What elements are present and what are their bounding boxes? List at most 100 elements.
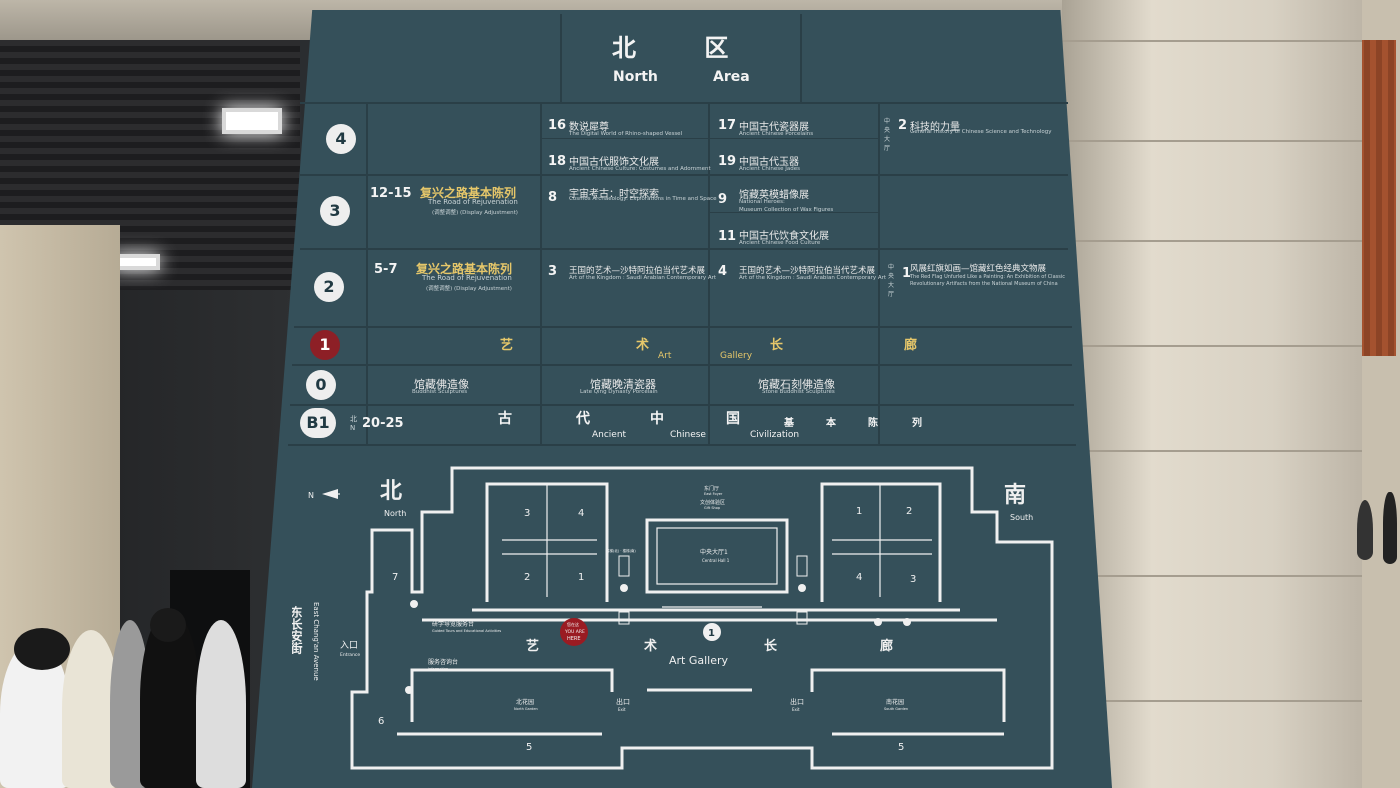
- floor-badge-b1: B1: [300, 408, 336, 438]
- stone-pillar: [1062, 0, 1362, 788]
- hall-label: 1: [856, 506, 862, 517]
- floor-marker-icon: [703, 623, 721, 641]
- floor-badge-3: 3: [320, 196, 350, 226]
- exhibit-title-en: Art of the Kingdom : Saudi Arabian Conte…: [569, 275, 717, 281]
- exhibit-title-en: Ancient Chinese Food Culture: [739, 240, 821, 246]
- exhibit-title-zh: 馆藏佛造像: [414, 378, 469, 391]
- exhibit-title-zh: 数说犀尊: [569, 122, 609, 133]
- hall-label: 5: [526, 742, 532, 753]
- north-arrow-icon: [322, 489, 338, 499]
- hall-label: 3: [524, 508, 530, 519]
- hall-label: 3: [910, 574, 916, 585]
- exhibit-title-zh: 馆藏晚清瓷器: [590, 378, 656, 391]
- east-foyer-zh: 东门厅: [704, 485, 719, 492]
- floor-badge-1: 1: [310, 330, 340, 360]
- ancient-china-en: Ancient: [592, 430, 627, 440]
- ancient-china-char: 古: [498, 411, 512, 427]
- exhibit-title-zh: 王国的艺术—沙特阿拉伯当代艺术展: [739, 266, 876, 276]
- exhibit-title-en: The Digital World of Rhino-shaped Vessel: [569, 131, 683, 137]
- area-title-zh: 北 区: [612, 34, 759, 62]
- exhibit-title-en: National Heroes:: [739, 199, 785, 205]
- hall-label: 2: [524, 572, 530, 583]
- ancient-china-char: 列: [912, 418, 922, 429]
- north-garden-en: North Garden: [514, 707, 538, 711]
- exhibit-title-en: Buddhist Sculptures: [412, 389, 468, 395]
- exhibit-title-zh: 馆藏石刻佛造像: [758, 378, 835, 391]
- map-south-zh: 南: [1004, 483, 1026, 508]
- street-zh: 东长安街: [292, 605, 303, 655]
- map-south-en: South: [1010, 513, 1033, 522]
- art-gallery-char: 术: [636, 338, 650, 353]
- ancient-china-char: 本: [826, 418, 836, 429]
- central-hall-prefix: 中央大厅: [888, 264, 895, 298]
- floor-badge-2: 2: [314, 272, 344, 302]
- gift-shop-zh: 文创体验区: [700, 499, 725, 506]
- exhibit-title-zh: 中国古代瓷器展: [739, 122, 809, 133]
- central-hall-prefix: 中央大厅: [884, 118, 891, 152]
- hall-number: 16: [548, 118, 567, 133]
- exhibit-title-zh: 馆藏英模蜡像展: [739, 190, 809, 201]
- art-gallery-char: 廊: [904, 338, 918, 353]
- north-arrow-label: N: [308, 491, 314, 500]
- central-hall-zh: 中央大厅1: [700, 548, 728, 556]
- guided-tours-en: Guided Tours and Educational Activities: [432, 629, 501, 633]
- hall-label: 6: [378, 716, 384, 727]
- south-garden-zh: 南花园: [886, 698, 904, 706]
- south-garden-en: South Garden: [884, 707, 908, 711]
- art-gallery-char: 长: [770, 338, 784, 353]
- central-hall: [645, 518, 789, 594]
- visitor: [1357, 500, 1373, 560]
- map-north-en: North: [384, 509, 406, 518]
- visitor: [1383, 492, 1397, 564]
- floor-badge-0: 0: [306, 370, 336, 400]
- ceiling-light: [222, 108, 282, 134]
- exhibit-title-zh: 复兴之路基本陈列: [416, 262, 513, 276]
- exhibit-title-en: General History of Chinese Science and T…: [910, 129, 1052, 135]
- ancient-china-en: Civilization: [750, 430, 800, 440]
- exit-en: Exit: [618, 707, 626, 712]
- floor-plan-map: 北 North 南 South N 东长安街 East Chang'an Ave…: [292, 466, 1054, 770]
- exhibit-title-en: The Red Flag Unfurled Like a Painting: A…: [910, 274, 1065, 280]
- board-header: 北 区 North Area: [560, 14, 800, 85]
- ancient-china-char: 基: [784, 418, 794, 429]
- exit-zh: 出口: [616, 697, 630, 706]
- header-divider: [560, 14, 562, 104]
- building-outline: [350, 466, 1054, 770]
- exhibit-title-en: Ancient Chinese Jades: [739, 166, 801, 172]
- art-gallery-en: Gallery: [720, 351, 753, 361]
- exhibit-title-en: Art of the Kingdom : Saudi Arabian Conte…: [739, 275, 887, 281]
- ancient-china-char: 国: [726, 411, 740, 427]
- art-gallery-en: Art: [658, 351, 672, 361]
- you-are-here-marker: [560, 618, 588, 646]
- gift-shop-en: Gift Shop: [704, 506, 721, 510]
- area-title-en-2: Area: [713, 69, 750, 85]
- hall-label: 5: [898, 742, 904, 753]
- ancient-china-char: 代: [576, 411, 590, 427]
- hall-number: 4: [718, 264, 728, 279]
- exhibit-title-zh: 复兴之路基本陈列: [420, 186, 517, 200]
- exit-en: Exit: [792, 707, 800, 712]
- header-divider: [800, 14, 802, 104]
- exhibit-title-en: The Road of Rejuvenation: [422, 274, 512, 282]
- exhibit-title-zh: 中国古代服饰文化展: [569, 157, 659, 168]
- map-art-gallery-char: 长: [764, 638, 778, 654]
- exhibit-title-zh: 中国古代饮食文化展: [739, 231, 829, 242]
- exhibit-title-en: Ancient Chinese Porcelains: [739, 131, 814, 137]
- you-are-here-en-2: HERE: [567, 636, 581, 642]
- exit-zh: 出口: [790, 697, 804, 706]
- street-en: East Chang'an Avenue: [312, 602, 320, 681]
- floor-marker-number: 1: [708, 628, 715, 639]
- you-are-here-zh: 您在这: [567, 621, 579, 627]
- hall-number: 17: [718, 118, 737, 133]
- hall-number: 19: [718, 154, 737, 169]
- map-art-gallery-char: 廊: [880, 638, 893, 654]
- hall-number: 8: [548, 190, 558, 205]
- floor-badge-4: 4: [326, 124, 356, 154]
- exhibit-title-zh: 宇宙考古：时空探索: [569, 189, 659, 200]
- hall-label: 1: [578, 572, 584, 583]
- map-art-gallery-en: Art Gallery: [669, 654, 729, 667]
- north-garden-zh: 北花园: [516, 698, 534, 706]
- hall-number: 20-25: [362, 416, 404, 431]
- exhibit-title-zh: 风展红旗如画—馆藏红色经典文物展: [910, 264, 1047, 274]
- exhibit-title-zh: 中国古代玉器: [739, 157, 799, 168]
